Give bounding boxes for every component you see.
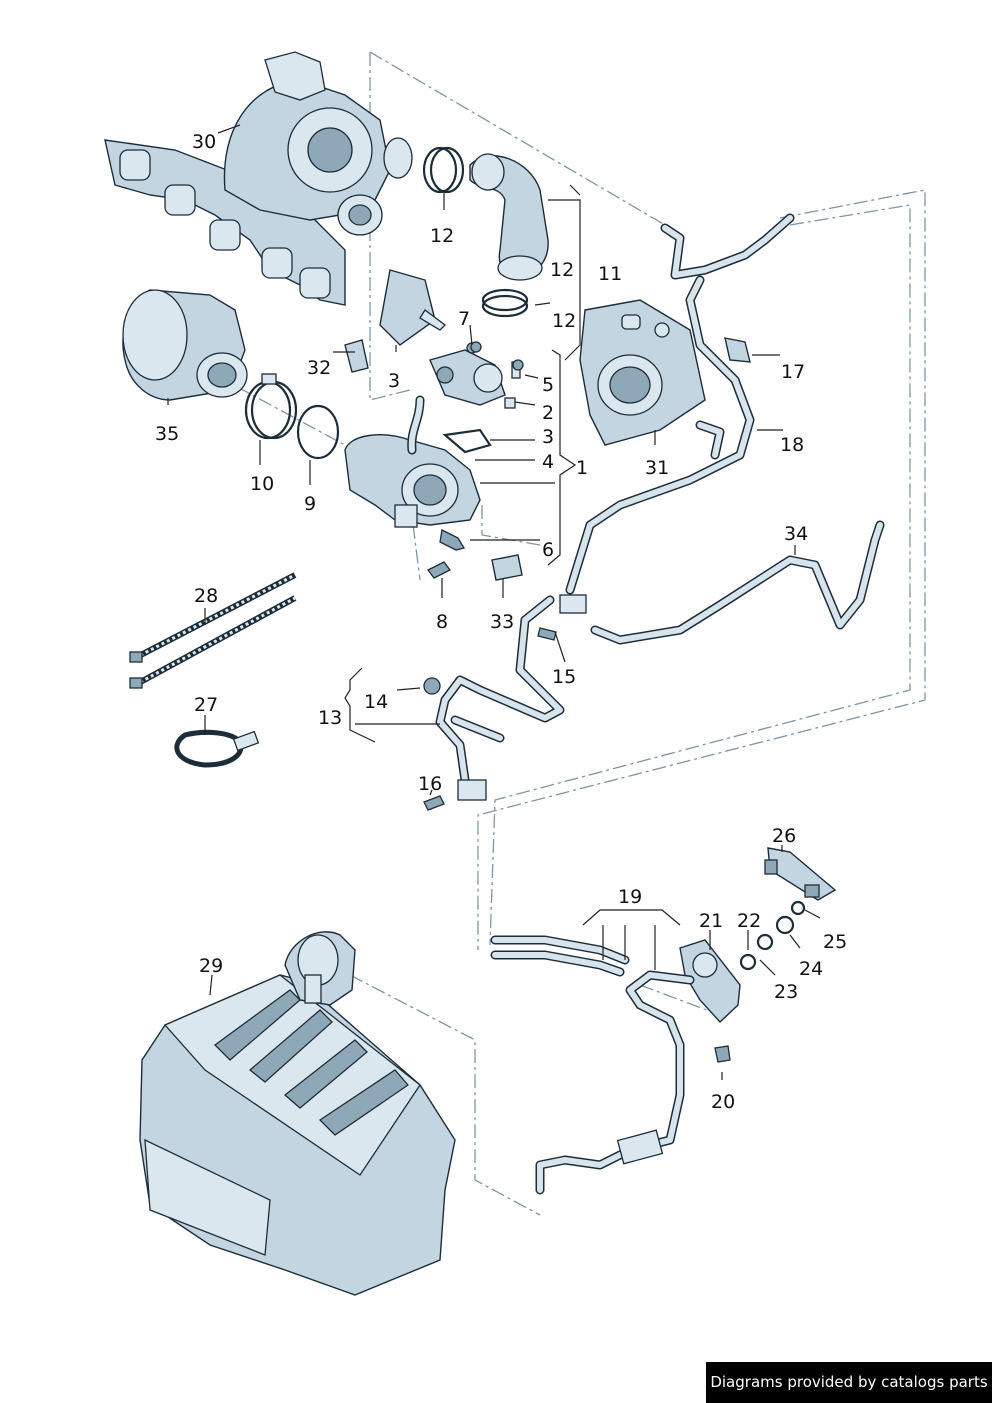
callout-1: 1 <box>576 457 588 479</box>
callout-30: 30 <box>192 131 216 153</box>
callout-12-mid: 12 <box>550 259 574 281</box>
callout-21: 21 <box>699 910 723 932</box>
callout-20: 20 <box>711 1091 735 1113</box>
bolts <box>423 341 557 811</box>
callout-2: 2 <box>542 402 554 424</box>
vacuum-hoses-lower <box>490 935 695 1195</box>
callout-8: 8 <box>436 611 448 633</box>
callout-12-lower: 12 <box>552 310 576 332</box>
cable-ties <box>129 572 297 689</box>
hose-clamp-lower <box>481 288 529 318</box>
assembly-lines <box>214 51 926 1216</box>
callout-7: 7 <box>458 308 470 330</box>
callout-12-upper: 12 <box>430 225 454 247</box>
vacuum-hoses <box>423 213 885 801</box>
leader-lines <box>167 124 821 1080</box>
bracket-small <box>344 339 369 373</box>
callout-35: 35 <box>155 423 179 445</box>
callout-5: 5 <box>542 374 554 396</box>
callout-14: 14 <box>364 691 388 713</box>
callout-16: 16 <box>418 773 442 795</box>
callout-19: 19 <box>618 886 642 908</box>
callout-4: 4 <box>542 451 554 473</box>
callout-32: 32 <box>307 357 331 379</box>
callout-15: 15 <box>552 666 576 688</box>
hose-clamp-upper <box>422 146 465 194</box>
callout-34: 34 <box>784 523 808 545</box>
bracket-26 <box>764 847 837 901</box>
callout-9: 9 <box>304 493 316 515</box>
callout-24: 24 <box>799 958 823 980</box>
callouts: 30 12 12 11 12 7 32 3 5 2 3 4 1 6 35 10 … <box>155 131 847 1113</box>
callout-22: 22 <box>737 910 761 932</box>
air-filter-housing <box>139 931 456 1296</box>
o-ring-9 <box>296 404 340 460</box>
callout-33: 33 <box>490 611 514 633</box>
callout-6: 6 <box>542 539 554 561</box>
egr-cooler-assembly <box>344 395 481 528</box>
callout-3-lower: 3 <box>542 426 554 448</box>
callout-11: 11 <box>598 263 622 285</box>
silencer <box>122 289 248 401</box>
callout-18: 18 <box>780 434 804 456</box>
turbocharger-manifold <box>104 51 413 306</box>
callout-13: 13 <box>318 707 342 729</box>
callout-26: 26 <box>772 825 796 847</box>
callout-29: 29 <box>199 955 223 977</box>
footer-credit: Diagrams provided by catalogs parts <box>706 1362 992 1403</box>
charge-air-hose <box>469 153 549 281</box>
callout-10: 10 <box>250 473 274 495</box>
hose-strap <box>174 729 260 768</box>
cylinder-head-cover <box>579 299 706 446</box>
clip-17 <box>724 337 751 363</box>
callout-27: 27 <box>194 694 218 716</box>
egr-valve <box>429 342 521 409</box>
callout-25: 25 <box>823 931 847 953</box>
callout-31: 31 <box>645 457 669 479</box>
callout-28: 28 <box>194 585 218 607</box>
gasket <box>442 428 492 454</box>
callout-23: 23 <box>774 981 798 1003</box>
heat-shield <box>379 269 446 346</box>
callout-3-upper: 3 <box>388 370 400 392</box>
sleeve-33 <box>491 554 523 581</box>
callout-17: 17 <box>781 361 805 383</box>
clamp-10 <box>244 373 298 440</box>
